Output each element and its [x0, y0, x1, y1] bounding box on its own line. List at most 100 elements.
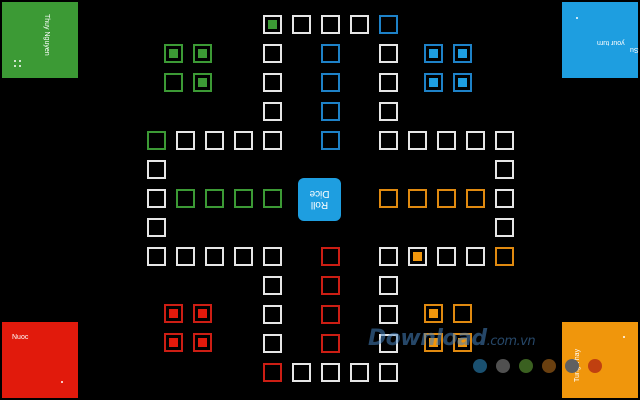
board-cell[interactable] — [379, 73, 398, 92]
board-cell[interactable] — [321, 102, 340, 121]
board-cell[interactable] — [321, 363, 340, 382]
token-red[interactable] — [198, 338, 207, 347]
board-cell[interactable] — [379, 276, 398, 295]
home-slot-red[interactable] — [193, 304, 212, 323]
watermark-suffix: .com.vn — [486, 334, 536, 349]
board-cell[interactable] — [495, 131, 514, 150]
board-cell[interactable] — [205, 189, 224, 208]
board-cell[interactable] — [147, 218, 166, 237]
token-blue[interactable] — [458, 78, 467, 87]
home-slot-blue[interactable] — [453, 44, 472, 63]
watermark-dot — [519, 359, 533, 373]
board-cell[interactable] — [176, 247, 195, 266]
board-cell[interactable] — [263, 73, 282, 92]
board-cell[interactable] — [379, 363, 398, 382]
home-slot-green[interactable] — [164, 44, 183, 63]
board-cell[interactable] — [437, 131, 456, 150]
board-cell[interactable] — [263, 247, 282, 266]
token-green[interactable] — [198, 49, 207, 58]
board-cell[interactable] — [408, 247, 427, 266]
board-cell[interactable] — [495, 160, 514, 179]
home-slot-green[interactable] — [193, 73, 212, 92]
token-orange[interactable] — [429, 309, 438, 318]
board-cell[interactable] — [147, 160, 166, 179]
home-slot-red[interactable] — [193, 333, 212, 352]
board-cell[interactable] — [263, 15, 282, 34]
home-slot-orange[interactable] — [424, 333, 443, 352]
token-blue[interactable] — [458, 49, 467, 58]
board-cell[interactable] — [495, 247, 514, 266]
board-cell[interactable] — [379, 247, 398, 266]
board-cell[interactable] — [437, 189, 456, 208]
board-cell[interactable] — [263, 189, 282, 208]
board-cell[interactable] — [321, 247, 340, 266]
board-cell[interactable] — [379, 131, 398, 150]
board-cell[interactable] — [321, 334, 340, 353]
home-slot-blue[interactable] — [424, 73, 443, 92]
board-cell[interactable] — [234, 189, 253, 208]
board-cell[interactable] — [495, 189, 514, 208]
board-cell[interactable] — [379, 15, 398, 34]
board-cell[interactable] — [263, 102, 282, 121]
token-red[interactable] — [198, 309, 207, 318]
board-cell[interactable] — [350, 363, 369, 382]
board-cell[interactable] — [466, 247, 485, 266]
board-cell[interactable] — [350, 15, 369, 34]
board-cell[interactable] — [379, 102, 398, 121]
board-cell[interactable] — [437, 247, 456, 266]
token-red[interactable] — [169, 309, 178, 318]
board-cell[interactable] — [321, 131, 340, 150]
board-cell[interactable] — [263, 131, 282, 150]
board-cell[interactable] — [263, 44, 282, 63]
board-cell[interactable] — [321, 305, 340, 324]
board-cell[interactable] — [292, 363, 311, 382]
board-cell[interactable] — [379, 189, 398, 208]
board-cell[interactable] — [176, 189, 195, 208]
home-slot-green[interactable] — [193, 44, 212, 63]
token-orange[interactable] — [458, 338, 467, 347]
board-cell[interactable] — [321, 276, 340, 295]
board-cell[interactable] — [321, 44, 340, 63]
board-cell[interactable] — [495, 218, 514, 237]
token-green[interactable] — [169, 49, 178, 58]
home-slot-blue[interactable] — [453, 73, 472, 92]
board-cell[interactable] — [321, 15, 340, 34]
board-cell[interactable] — [234, 131, 253, 150]
board-cell[interactable] — [205, 247, 224, 266]
board-cell[interactable] — [205, 131, 224, 150]
token-blue[interactable] — [429, 49, 438, 58]
home-slot-red[interactable] — [164, 333, 183, 352]
board-cell[interactable] — [408, 131, 427, 150]
board-cell[interactable] — [147, 247, 166, 266]
player-panel-green: Thuy Nguyen — [2, 2, 78, 78]
board-cell[interactable] — [263, 305, 282, 324]
board-cell[interactable] — [379, 44, 398, 63]
board-cell[interactable] — [466, 131, 485, 150]
board-cell[interactable] — [321, 73, 340, 92]
board-cell[interactable] — [408, 189, 427, 208]
home-slot-orange[interactable] — [453, 333, 472, 352]
board-cell[interactable] — [379, 305, 398, 324]
home-slot-red[interactable] — [164, 304, 183, 323]
board-cell[interactable] — [263, 334, 282, 353]
home-slot-green[interactable] — [164, 73, 183, 92]
token-red[interactable] — [169, 338, 178, 347]
board-cell[interactable] — [234, 247, 253, 266]
token-orange[interactable] — [413, 252, 422, 261]
board-cell[interactable] — [147, 131, 166, 150]
token-green[interactable] — [268, 20, 277, 29]
roll-dice-button[interactable]: Roll Dice — [298, 178, 341, 221]
home-slot-orange[interactable] — [424, 304, 443, 323]
board-cell[interactable] — [263, 276, 282, 295]
board-cell[interactable] — [292, 15, 311, 34]
home-slot-blue[interactable] — [424, 44, 443, 63]
board-cell[interactable] — [263, 363, 282, 382]
home-slot-orange[interactable] — [453, 304, 472, 323]
board-cell[interactable] — [176, 131, 195, 150]
board-cell[interactable] — [379, 334, 398, 353]
token-orange[interactable] — [429, 338, 438, 347]
token-green[interactable] — [198, 78, 207, 87]
token-blue[interactable] — [429, 78, 438, 87]
board-cell[interactable] — [466, 189, 485, 208]
board-cell[interactable] — [147, 189, 166, 208]
